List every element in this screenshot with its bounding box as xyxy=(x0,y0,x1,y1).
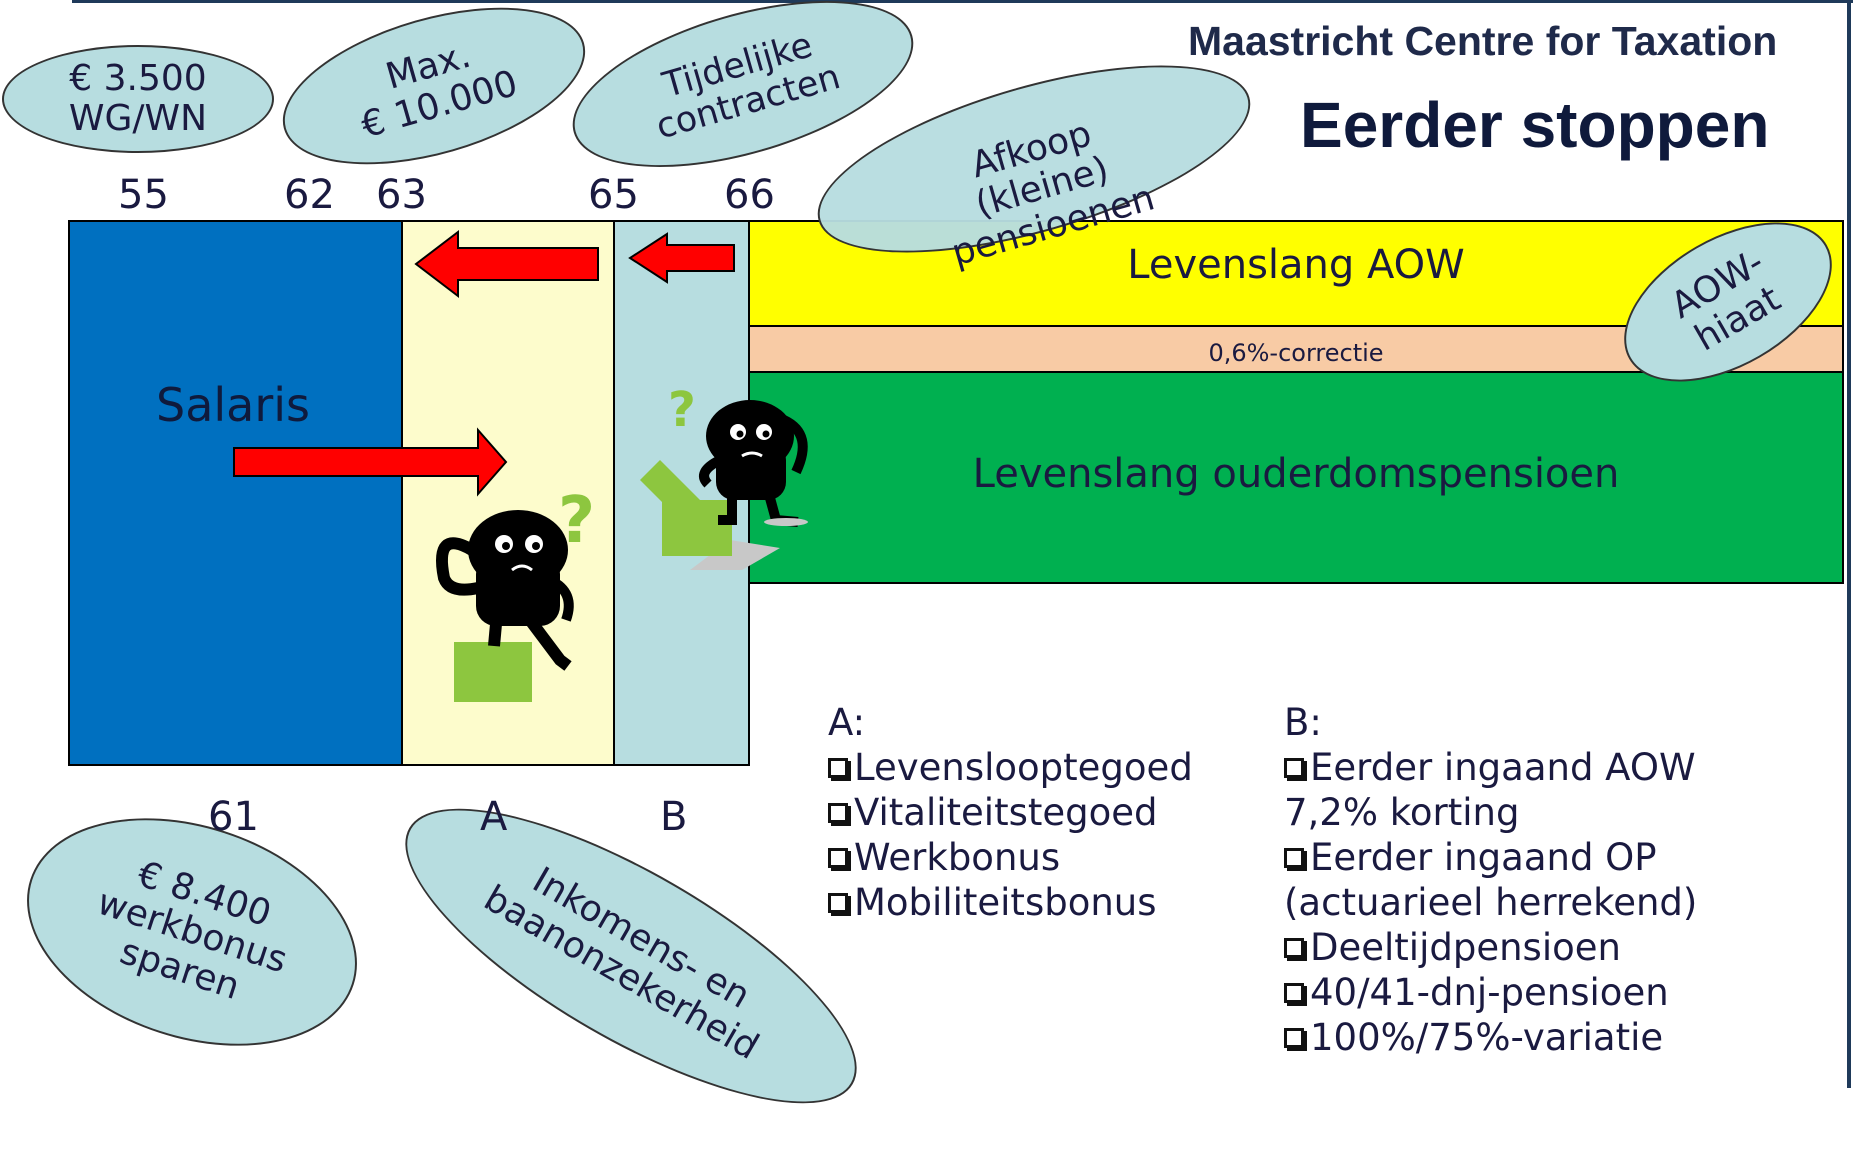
checkbox-icon xyxy=(1284,938,1304,958)
figure-with-box-icon: ? xyxy=(640,382,808,570)
list-item-continuation: 7,2% korting xyxy=(1284,791,1520,834)
checkbox-icon xyxy=(828,803,848,823)
checkbox-icon xyxy=(828,848,848,868)
checkbox-icon xyxy=(1284,758,1304,778)
age-label-62: 62 xyxy=(284,172,335,218)
bubble-3500-wgwn: € 3.500 WG/WN xyxy=(2,45,274,153)
age-label-61: 61 xyxy=(208,794,259,840)
top-border-line xyxy=(72,0,1853,3)
checkbox-icon xyxy=(1284,1028,1304,1048)
aow-label: Levenslang AOW xyxy=(1127,242,1465,288)
thinking-figure-icon: ? xyxy=(435,484,595,702)
age-label-55: 55 xyxy=(118,172,169,218)
checkbox-icon xyxy=(1284,848,1304,868)
salaris-label: Salaris xyxy=(156,378,311,432)
checkbox-icon xyxy=(828,893,848,913)
list-item: Eerder ingaand AOW xyxy=(1284,745,1697,790)
list-item: Levenslooptegoed xyxy=(828,745,1193,790)
age-label-63: 63 xyxy=(376,172,427,218)
list-b: B: Eerder ingaand AOW 7,2% korting Eerde… xyxy=(1284,700,1697,1060)
list-b-heading: B: xyxy=(1284,701,1322,744)
arrow-left-small xyxy=(628,232,735,284)
list-item-continuation: (actuarieel herrekend) xyxy=(1284,881,1698,924)
list-a: A: Levenslooptegoed Vitaliteitstegoed We… xyxy=(828,700,1193,925)
checkbox-icon xyxy=(828,758,848,778)
list-item: Werkbonus xyxy=(828,835,1193,880)
age-label-66: 66 xyxy=(724,172,775,218)
age-label-65: 65 xyxy=(588,172,639,218)
salaris-block: Salaris xyxy=(68,220,403,766)
list-item: Mobiliteitsbonus xyxy=(828,880,1193,925)
organization-name: Maastricht Centre for Taxation xyxy=(1188,18,1778,64)
list-item: Eerder ingaand OP xyxy=(1284,835,1697,880)
zone-label-b: B xyxy=(660,794,688,840)
arrow-right xyxy=(233,427,508,497)
list-item: 40/41-dnj-pensioen xyxy=(1284,970,1697,1015)
correctie-label: 0,6%-correctie xyxy=(1208,339,1384,367)
slide-title: Eerder stoppen xyxy=(1300,89,1770,161)
list-a-heading: A: xyxy=(828,701,866,744)
arrow-left-large xyxy=(414,229,599,299)
ouderdomspensioen-label: Levenslang ouderdomspensioen xyxy=(972,451,1620,497)
list-item: Vitaliteitstegoed xyxy=(828,790,1193,835)
list-item: Deeltijdpensioen xyxy=(1284,925,1697,970)
svg-text:?: ? xyxy=(668,382,696,438)
checkbox-icon xyxy=(1284,983,1304,1003)
arrows-layer xyxy=(233,229,735,497)
zone-label-a: A xyxy=(480,794,508,840)
list-item: 100%/75%-variatie xyxy=(1284,1015,1697,1060)
right-border-line xyxy=(1847,0,1851,1088)
ouderdomspensioen-block: Levenslang ouderdomspensioen xyxy=(748,371,1844,584)
